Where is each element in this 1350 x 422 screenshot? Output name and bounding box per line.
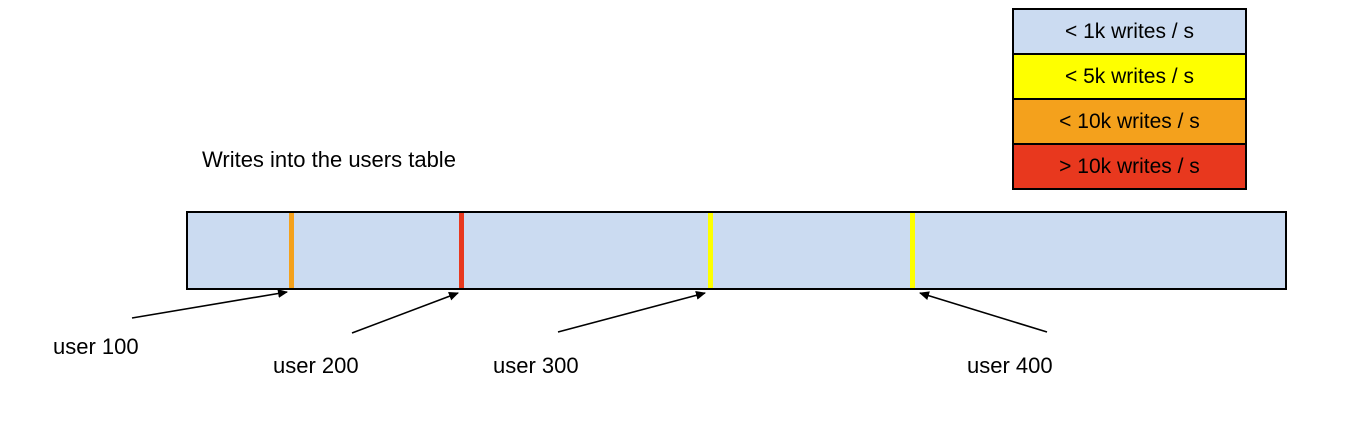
legend-label-over-10k: > 10k writes / s — [1059, 154, 1200, 178]
users-table-bar — [186, 211, 1287, 290]
hotspot-stripe-user-100 — [289, 213, 294, 288]
legend-label-under-5k: < 5k writes / s — [1065, 64, 1194, 88]
legend-row-over-10k: > 10k writes / s — [1014, 145, 1245, 188]
user-100-label: user 100 — [53, 334, 139, 359]
hotspot-stripe-user-400 — [910, 213, 915, 288]
legend-row-under-5k: < 5k writes / s — [1014, 55, 1245, 100]
arrow-user-200 — [351, 291, 459, 334]
legend-label-under-10k: < 10k writes / s — [1059, 109, 1200, 133]
legend-row-under-10k: < 10k writes / s — [1014, 100, 1245, 145]
diagram-title: Writes into the users table — [202, 147, 456, 172]
user-400-label: user 400 — [967, 353, 1053, 378]
user-200-label: user 200 — [273, 353, 359, 378]
arrow-user-400 — [919, 291, 1048, 333]
legend-label-under-1k: < 1k writes / s — [1065, 19, 1194, 43]
write-rate-legend: < 1k writes / s < 5k writes / s < 10k wr… — [1012, 8, 1247, 190]
hotspot-stripe-user-200 — [459, 213, 464, 288]
arrow-user-300 — [557, 290, 706, 333]
legend-row-under-1k: < 1k writes / s — [1014, 10, 1245, 55]
arrow-user-100 — [131, 289, 288, 319]
user-300-label: user 300 — [493, 353, 579, 378]
hotspot-stripe-user-300 — [708, 213, 713, 288]
